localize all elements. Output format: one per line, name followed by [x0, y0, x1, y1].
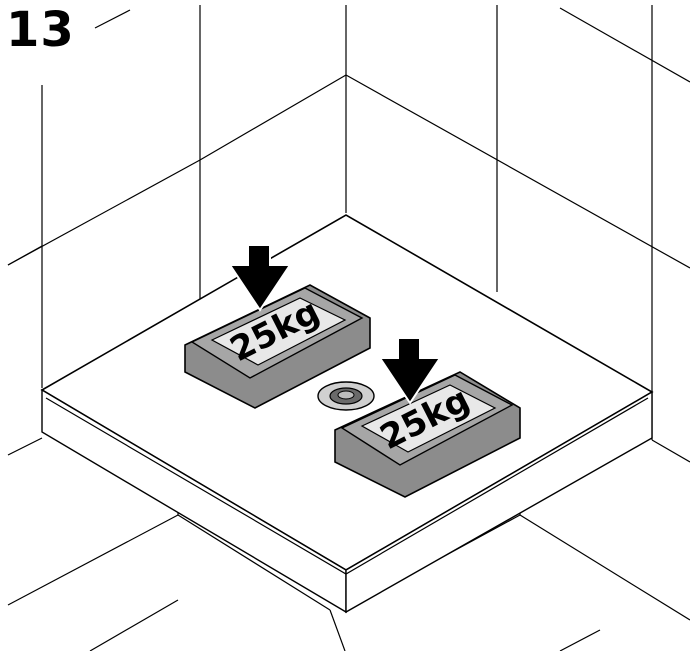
drain	[317, 381, 375, 411]
down-arrow-2	[378, 337, 442, 405]
shower-tray	[40, 214, 654, 614]
down-arrow-1	[228, 244, 292, 312]
step-number: 13	[6, 2, 75, 58]
weight-bag-1: 25kg	[184, 244, 371, 409]
